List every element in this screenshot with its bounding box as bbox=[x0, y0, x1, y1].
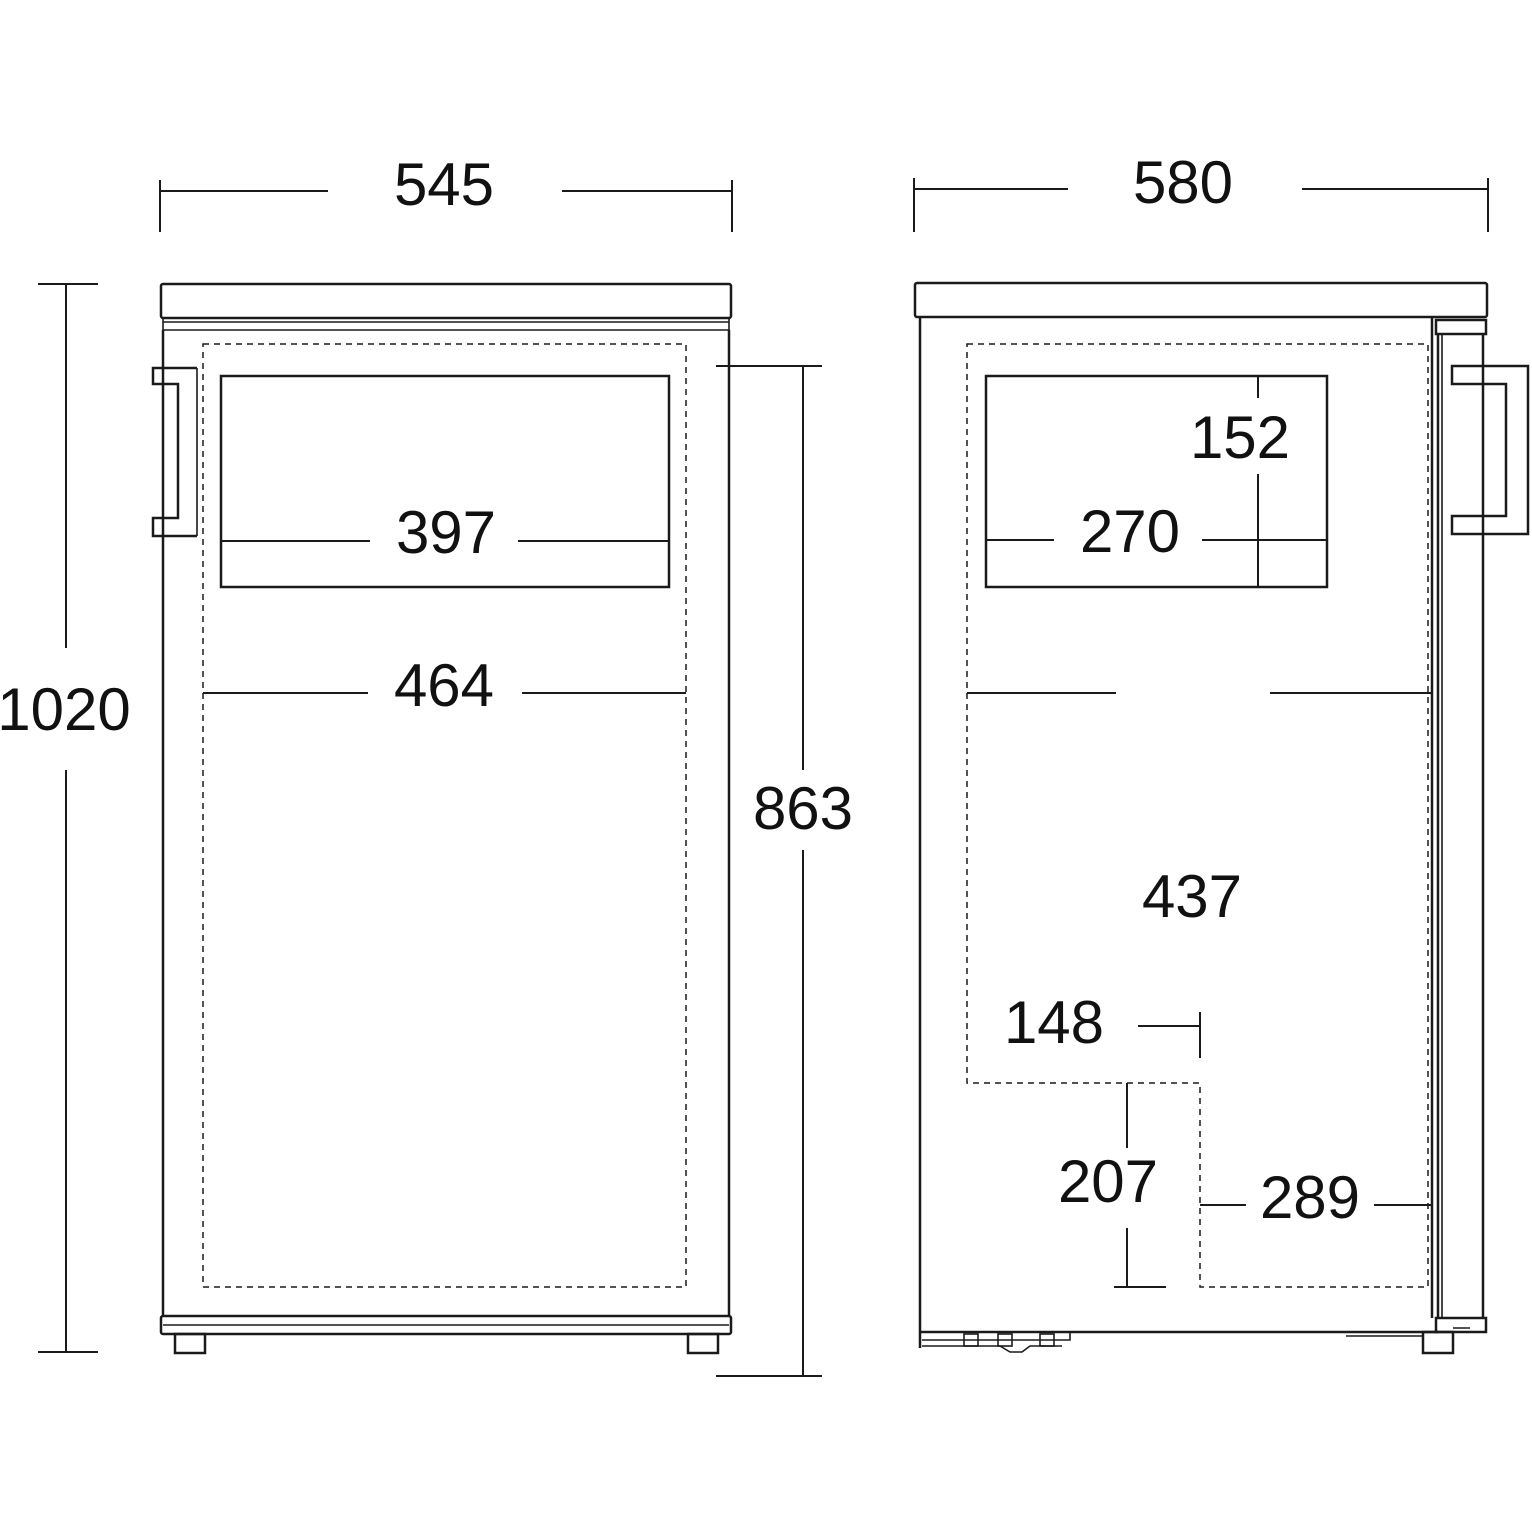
side-interior-outline bbox=[966, 343, 1429, 1288]
side-step-height-dimension: 207 bbox=[1058, 1083, 1166, 1288]
front-view: 545 1020 bbox=[0, 151, 853, 1377]
front-interior-width-dimension: 464 bbox=[203, 652, 686, 719]
front-height-dimension: 1020 bbox=[0, 283, 131, 1353]
side-view: 580 bbox=[913, 149, 1530, 1355]
side-freezer-height-dimension: 152 bbox=[1190, 376, 1290, 587]
side-freezer-compartment bbox=[984, 374, 1329, 589]
side-bottom-depth-label: 289 bbox=[1260, 1164, 1360, 1231]
front-interior-width-label: 464 bbox=[394, 652, 494, 719]
front-handle bbox=[151, 366, 198, 538]
side-bottom-depth-dimension: 289 bbox=[1200, 1164, 1432, 1231]
side-handle bbox=[1450, 364, 1530, 536]
front-freezer-width-dimension: 397 bbox=[221, 499, 669, 566]
front-width-label: 545 bbox=[394, 151, 494, 218]
front-width-dimension: 545 bbox=[159, 151, 733, 232]
side-step-depth-dimension: 148 bbox=[1004, 989, 1201, 1058]
front-interior-outline bbox=[202, 343, 687, 1288]
front-interior-height-dimension: 863 bbox=[716, 365, 853, 1377]
side-freezer-depth-label: 270 bbox=[1080, 498, 1180, 565]
side-step-height-label: 207 bbox=[1058, 1148, 1158, 1215]
front-cabinet-outline bbox=[159, 282, 733, 1336]
front-feet bbox=[173, 1332, 720, 1355]
front-freezer-compartment bbox=[219, 374, 671, 589]
front-height-label: 1020 bbox=[0, 676, 131, 743]
side-depth-label: 580 bbox=[1133, 149, 1233, 216]
front-freezer-width-label: 397 bbox=[396, 499, 496, 566]
side-interior-depth-label: 437 bbox=[1142, 863, 1242, 930]
side-feet bbox=[922, 1327, 1470, 1355]
side-freezer-height-label: 152 bbox=[1190, 404, 1290, 471]
side-depth-dimension: 580 bbox=[913, 149, 1489, 232]
side-step-depth-label: 148 bbox=[1004, 989, 1104, 1056]
side-freezer-depth-dimension: 270 bbox=[986, 498, 1327, 565]
side-interior-depth-dimension: 437 bbox=[967, 692, 1432, 930]
side-cabinet-outline bbox=[913, 281, 1489, 1348]
front-interior-height-label: 863 bbox=[753, 775, 853, 842]
